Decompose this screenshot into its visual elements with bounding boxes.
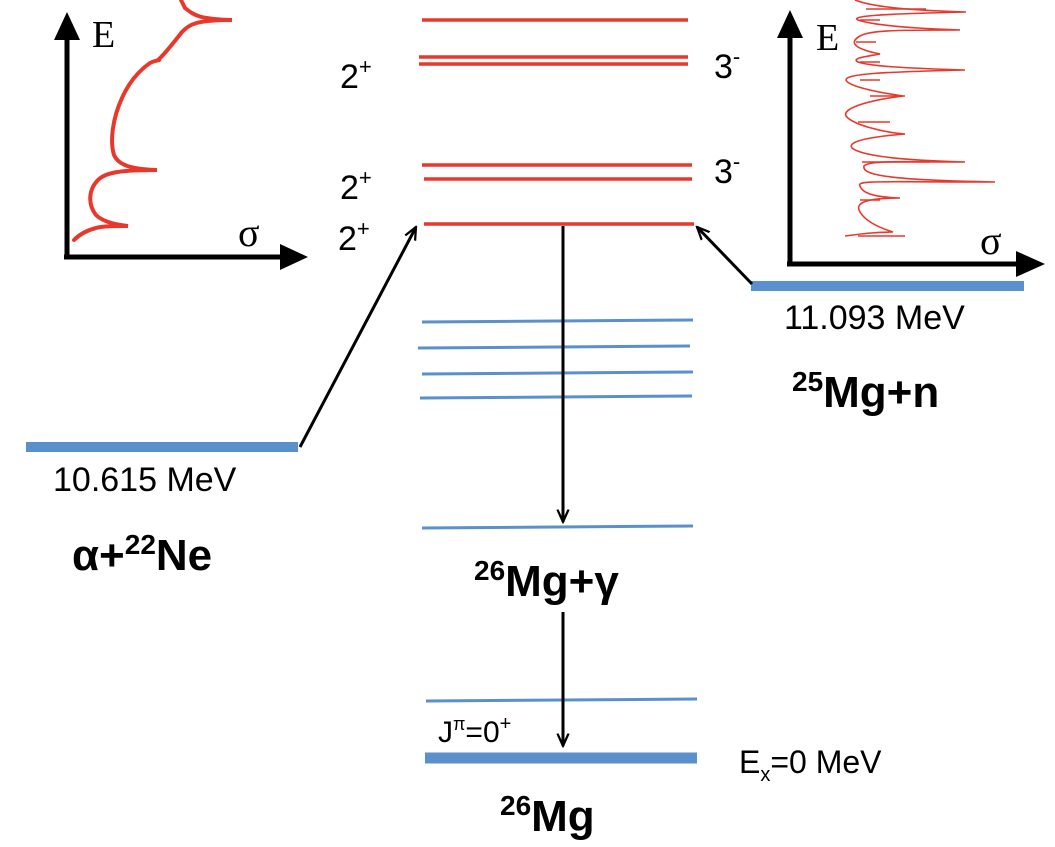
right-plot-x-label: σ xyxy=(980,218,1002,263)
right-plot-y-label: E xyxy=(816,17,839,59)
neutron-capture-arrow xyxy=(697,227,754,286)
ground-state-nucleus-label: 26Mg xyxy=(500,790,595,841)
left-plot-x-arrowhead xyxy=(280,244,308,270)
right-plot-y-arrowhead xyxy=(777,10,803,38)
ground-state-excitation-energy: Ex=0 MeV xyxy=(739,744,882,786)
spin-label-2plus-bottom: 2+ xyxy=(338,216,370,258)
bound-level xyxy=(421,370,694,376)
alpha-channel-energy: 10.615 MeV xyxy=(53,461,237,499)
gamma-channel-label: 26Mg+γ xyxy=(474,555,619,606)
bound-level xyxy=(417,344,691,350)
right-plot-resonance-spikes xyxy=(856,8,930,237)
spin-label-2plus-middle: 2+ xyxy=(340,165,372,207)
left-plot-resonance-curve xyxy=(72,0,233,242)
alpha-capture-arrow xyxy=(298,227,418,448)
spin-label-3minus-top: 3- xyxy=(714,44,740,86)
ground-state-spin: Jπ=0+ xyxy=(438,713,511,749)
left-plot-y-label: E xyxy=(92,14,115,56)
alpha-channel-label: α+22Ne xyxy=(72,529,212,580)
right-plot-x-arrowhead xyxy=(1016,251,1045,277)
left-plot-y-arrowhead xyxy=(54,12,80,40)
bound-level xyxy=(419,394,693,400)
left-plot-x-label: σ xyxy=(238,210,260,255)
left-cross-section-plot: E σ xyxy=(54,0,308,270)
bound-levels xyxy=(417,318,698,764)
right-cross-section-plot: E σ xyxy=(777,0,1045,277)
right-plot-resonance-curve xyxy=(844,0,996,237)
neutron-channel-energy: 11.093 MeV xyxy=(784,299,965,337)
spin-label-2plus-top: 2+ xyxy=(340,54,372,96)
resonance-levels xyxy=(419,18,694,226)
neutron-channel-label: 25Mg+n xyxy=(792,366,939,417)
bound-level xyxy=(421,524,694,530)
bound-level xyxy=(421,318,694,324)
spin-label-3minus-middle: 3- xyxy=(714,149,740,191)
